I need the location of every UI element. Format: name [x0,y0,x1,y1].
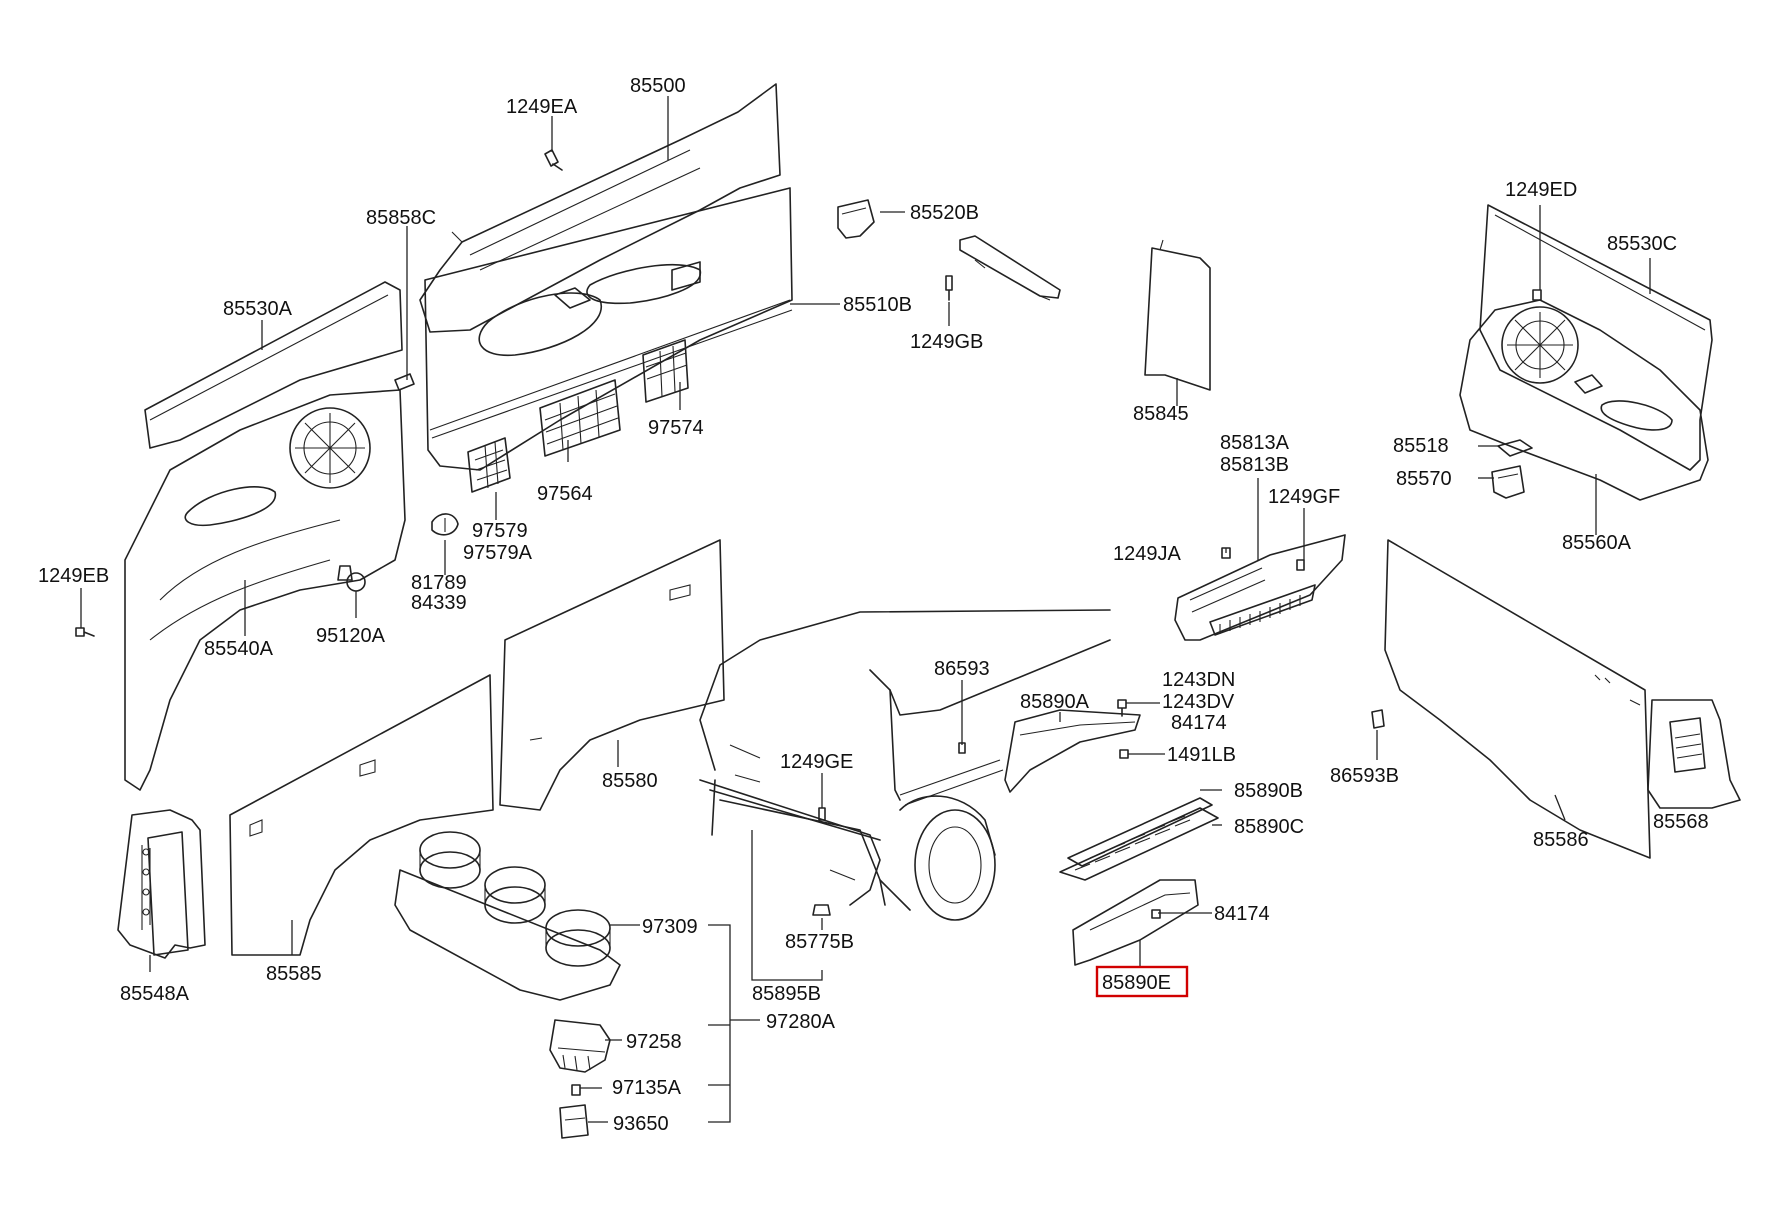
part-1249EA-screw [544,149,563,171]
part-85890A-trim-strip [1004,709,1141,793]
callout-1243DV: 1243DV [1162,691,1235,713]
callout-85518: 85518 [1393,435,1449,457]
callout-1249EB: 1249EB [38,565,109,587]
part-1491LB-clip [1119,749,1129,759]
callout-97579A: 97579A [463,542,533,564]
callout-97309: 97309 [642,916,698,938]
callout-1249GB: 1249GB [910,331,983,353]
part-85530A-left-upper-trim [144,281,403,449]
part-85500-rear-upper-trim [419,83,781,333]
part-85845-panel [1144,239,1211,391]
callout-85775B: 85775B [785,931,854,953]
callout-1249GE: 1249GE [780,751,853,773]
part-1243DN-screw [1117,699,1127,717]
callout-84339: 84339 [411,592,467,614]
part-85560A-right-quarter-trim [1459,299,1709,501]
callout-1491LB: 1491LB [1167,744,1236,766]
part-1249GF-screw [1296,559,1305,571]
part-85530C-right-upper-trim [1479,204,1713,471]
part-85813-step-frame [1174,534,1346,641]
part-97258-switch [549,1019,611,1073]
part-1249GE-screw [818,807,826,821]
callout-85540A: 85540A [204,638,274,660]
callout-85586: 85586 [1533,829,1589,851]
callout-85890B: 85890B [1234,780,1303,802]
callout-1243DN: 1243DN [1162,669,1235,691]
part-97135A-bulb [571,1084,581,1096]
callout-85858C: 85858C [366,207,436,229]
vehicle-body-outline [699,609,1111,921]
callout-97135A: 97135A [612,1077,682,1099]
callout-84174-a: 84174 [1171,712,1227,734]
callout-85895B: 85895B [752,983,821,1005]
callout-97564: 97564 [537,483,593,505]
callout-86593: 86593 [934,658,990,680]
callout-85845: 85845 [1133,403,1189,425]
part-85518-cover [1497,439,1533,457]
part-97309-control-unit [394,831,621,1001]
part-1249EB-screw [75,627,95,637]
part-84174-screw [1151,909,1161,919]
callout-85813A: 85813A [1220,432,1290,454]
callout-85813B: 85813B [1220,454,1289,476]
callout-84174-b: 84174 [1214,903,1270,925]
callout-labels: 85500 1249EA 85858C 85530A 85520B 85510B… [38,75,1709,1135]
part-1249GB-screw [945,275,953,301]
callout-1249JA: 1249JA [1113,543,1181,565]
callout-86593B: 86593B [1330,765,1399,787]
callout-85890E: 85890E [1102,972,1171,994]
callout-1249EA: 1249EA [506,96,578,118]
callout-85530C: 85530C [1607,233,1677,255]
callout-85890C: 85890C [1234,816,1304,838]
callout-97574: 97574 [648,417,704,439]
part-85775B-fastener [812,904,831,916]
callout-97280A: 97280A [766,1011,836,1033]
callout-85585: 85585 [266,963,322,985]
part-95120A-plug [337,565,366,592]
part-85890E-bracket [1072,879,1199,966]
callout-95120A: 95120A [316,625,386,647]
part-85548A-pillar-strip [117,809,206,959]
callout-85510B: 85510B [843,294,912,316]
callout-85890A: 85890A [1020,691,1090,713]
part-85540A-left-quarter-trim [124,389,406,791]
part-85570-socket [1491,465,1525,499]
callout-1249ED: 1249ED [1505,179,1577,201]
leader-lines [80,96,1651,1123]
part-1249JA-screw [1221,547,1231,559]
part-85585-lower-panel [229,674,494,956]
part-85890B-step-plate [1067,797,1213,867]
callout-85560A: 85560A [1562,532,1632,554]
callout-97258: 97258 [626,1031,682,1053]
part-85580-side-panel [499,539,725,811]
part-86593B-clip [1371,709,1385,729]
part-85568-right-pillar [1647,699,1741,809]
part-85586-right-side-panel [1384,539,1651,859]
part-85510B-quarter-trim-panel [424,187,793,493]
callout-85568: 85568 [1653,811,1709,833]
part-86593-clip [958,742,966,754]
callout-85500: 85500 [630,75,686,97]
part-1249ED-screw [1532,289,1542,301]
callout-97579: 97579 [472,520,528,542]
callout-85520B: 85520B [910,202,979,224]
callout-85580: 85580 [602,770,658,792]
callout-85548A: 85548A [120,983,190,1005]
part-85520B-hook [837,199,875,239]
part-bracket-upper [959,235,1061,301]
highlight-box-85890E [1095,965,1189,998]
part-81789-fastener [431,513,459,536]
part-93650-connector [559,1104,589,1139]
callout-1249GF: 1249GF [1268,486,1340,508]
part-85890C-step-grid [1059,807,1219,881]
part-85858C-clip [394,373,415,391]
callout-81789: 81789 [411,572,467,594]
callout-85570: 85570 [1396,468,1452,490]
callout-85530A: 85530A [223,298,293,320]
callout-93650: 93650 [613,1113,669,1135]
